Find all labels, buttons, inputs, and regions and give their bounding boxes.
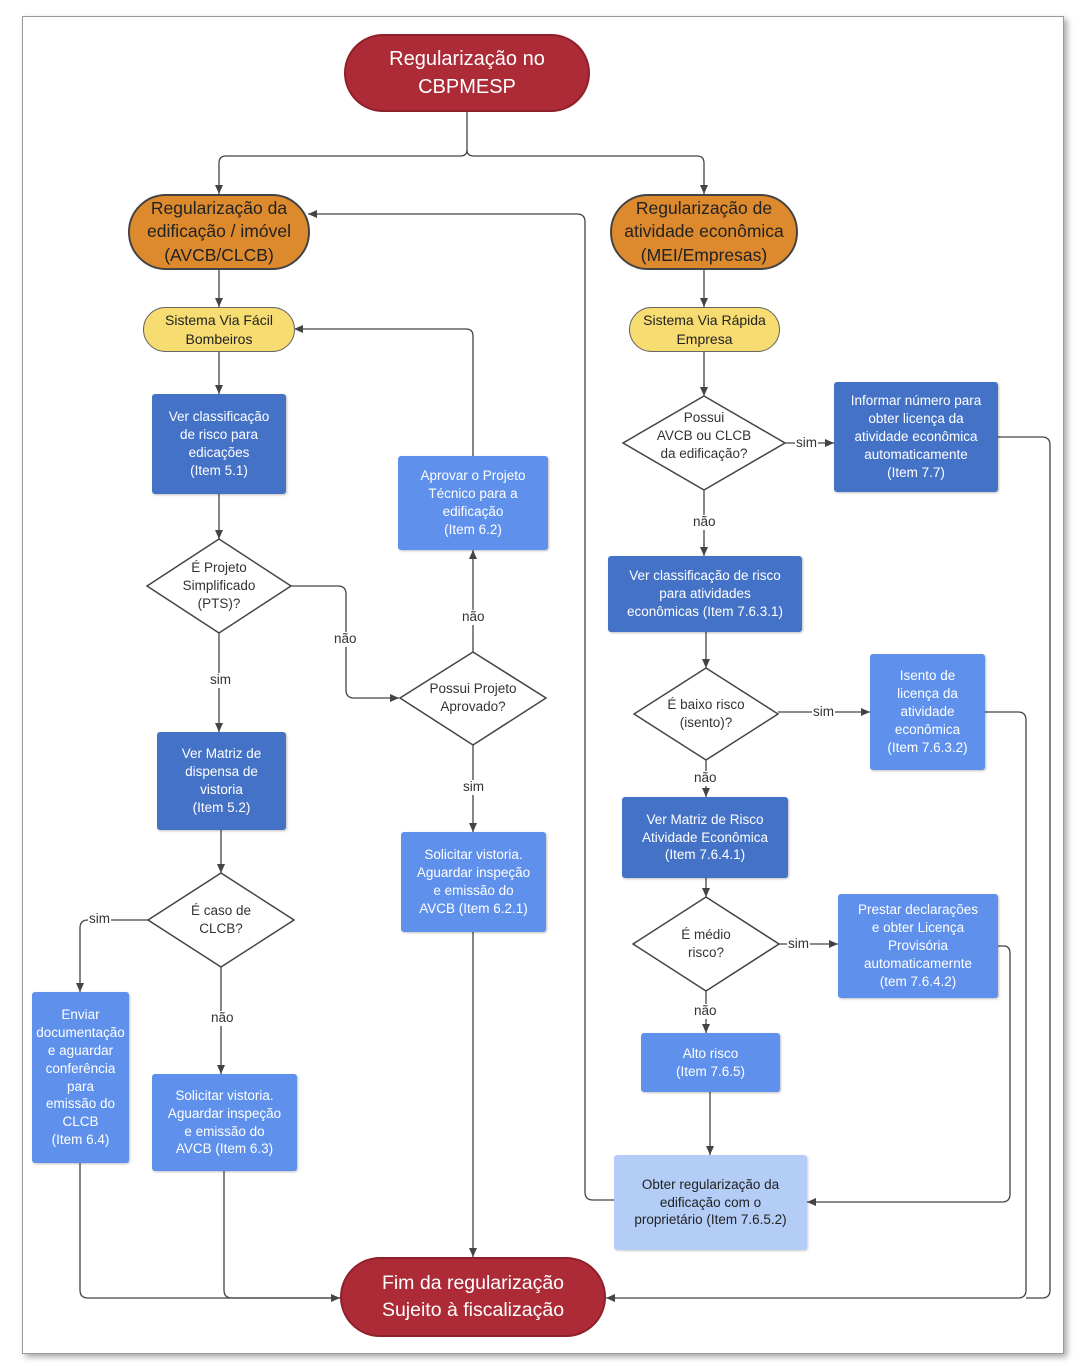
step-obter-regularizacao: Obter regularização da edificação com o …	[614, 1155, 807, 1250]
step-solicitar-vistoria-621: Solicitar vistoria. Aguardar inspeção e …	[401, 832, 546, 932]
system-via-rapida: Sistema Via Rápida Empresa	[629, 307, 780, 352]
decision-pts-label: É Projeto Simplificado (PTS)?	[182, 559, 256, 612]
step-classificacao-edificacoes: Ver classificação de risco para edicaçõe…	[152, 394, 286, 494]
label-baixo-sim: sim	[812, 704, 835, 720]
edge-aprovar-system-left	[294, 325, 474, 456]
label-pts-sim: sim	[209, 672, 232, 688]
edge-obter-branch-left	[308, 210, 614, 1201]
start-terminal: Regularização no CBPMESP	[344, 34, 590, 112]
decision-projeto-label: Possui Projeto Aprovado?	[429, 680, 517, 714]
edge-start-split	[215, 112, 468, 194]
edge-vistoria63-end	[223, 1171, 340, 1299]
decision-baixo-label: É baixo risco (isento)?	[667, 696, 745, 730]
decision-avcb	[621, 395, 787, 491]
decision-baixo	[632, 667, 780, 761]
label-medio-nao: não	[693, 1003, 718, 1019]
step-informar-numero: Informar número para obter licença da at…	[834, 382, 998, 492]
edge-isento-end	[606, 711, 1027, 1302]
edge-enviar-end	[79, 1163, 340, 1302]
decision-projeto	[398, 651, 548, 746]
step-isento-licenca: Isento de licença da atividade econômica…	[870, 654, 985, 770]
label-projeto-nao: não	[461, 609, 486, 625]
label-medio-sim: sim	[787, 936, 810, 952]
decision-clcb	[146, 872, 296, 968]
decision-pts	[145, 538, 293, 634]
end-terminal: Fim da regularização Sujeito à fiscaliza…	[340, 1257, 606, 1337]
step-prestar-declaracoes: Prestar declarações e obter Licença Prov…	[838, 894, 998, 998]
step-solicitar-vistoria-63: Solicitar vistoria. Aguardar inspeção e …	[152, 1074, 297, 1171]
step-aprovar-projeto: Aprovar o Projeto Técnico para a edifica…	[398, 456, 548, 550]
label-pts-nao: não	[333, 631, 358, 647]
label-avcb-sim: sim	[795, 435, 818, 451]
edge-informar-end	[998, 436, 1051, 1299]
step-alto-risco: Alto risco (Item 7.6.5)	[641, 1033, 780, 1092]
decision-avcb-label: Possui AVCB ou CLCB da edificação?	[656, 409, 752, 462]
branch-edificacao: Regularização da edificação / imóvel (AV…	[128, 194, 310, 270]
branch-atividade: Regularização de atividade econômica (ME…	[610, 194, 798, 270]
step-matriz-dispensa: Ver Matriz de dispensa de vistoria (Item…	[157, 732, 286, 830]
label-clcb-nao: não	[210, 1010, 235, 1026]
step-matriz-risco: Ver Matriz de Risco Atividade Econômica …	[622, 797, 788, 878]
step-enviar-documentacao: Enviar documentação e aguardar conferênc…	[32, 992, 129, 1163]
decision-medio-label: É médio risco?	[681, 926, 731, 960]
label-baixo-nao: não	[693, 770, 718, 786]
system-via-facil: Sistema Via Fácil Bombeiros	[143, 307, 295, 352]
label-clcb-sim: sim	[88, 911, 111, 927]
edge-clcb-sim-enviar	[76, 919, 148, 992]
step-classificacao-atividades: Ver classificação de risco para atividad…	[608, 556, 802, 632]
edge-start-split-right	[466, 149, 708, 194]
decision-clcb-label: É caso de CLCB?	[190, 902, 252, 936]
label-avcb-nao: não	[692, 514, 717, 530]
label-projeto-sim: sim	[462, 779, 485, 795]
decision-medio	[631, 896, 781, 992]
edge-prestar-obter	[807, 945, 1011, 1206]
